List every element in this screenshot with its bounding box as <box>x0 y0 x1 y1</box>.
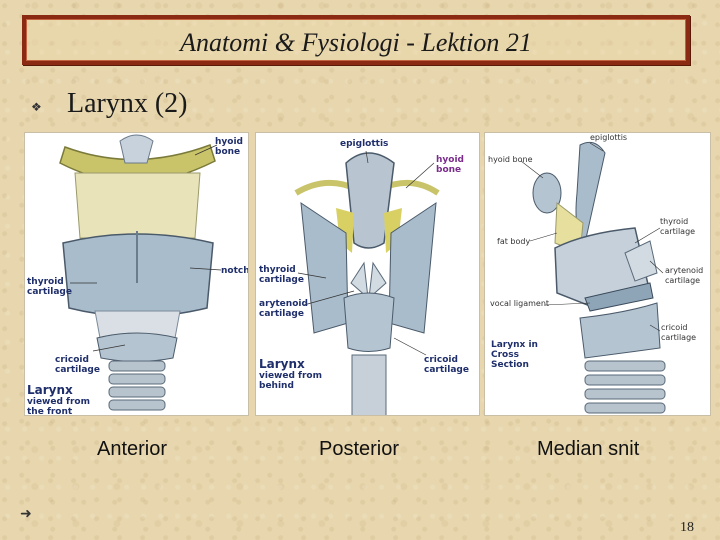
label-arytenoid-cartilage: arytenoid cartilage <box>259 299 308 319</box>
label-vocal-ligament: vocal ligament <box>490 299 550 308</box>
label-arytenoid-cartilage: arytenoid cartilage <box>665 266 704 285</box>
label-epiglottis: epiglottis <box>340 139 389 149</box>
label-hyoid-bone: hyoid bone <box>215 137 243 157</box>
label-hyoid-bone: hyoid bone <box>488 155 533 164</box>
title-banner: Anatomi & Fysiologi - Lektion 21 <box>22 15 690 65</box>
label-epiglottis: epiglottis <box>590 133 628 142</box>
right-arrow-icon[interactable]: ➜ <box>20 505 32 521</box>
larynx-median-section-illustration <box>520 141 666 414</box>
figure-subtitle-anterior: viewed from the front <box>27 397 90 416</box>
figure-subtitle-posterior: viewed from behind <box>259 371 322 391</box>
caption-median: Median snit <box>537 438 640 460</box>
label-cricoid-cartilage: cricoid cartilage <box>661 323 697 342</box>
label-thyroid-cartilage: thyroid cartilage <box>660 217 696 236</box>
slide-heading: Larynx (2) <box>67 88 188 119</box>
label-notch: notch <box>221 266 249 276</box>
caption-anterior: Anterior <box>97 438 168 460</box>
caption-posterior: Posterior <box>319 438 400 460</box>
label-hyoid-bone: hyoid bone <box>436 155 464 175</box>
figure-title-cross-section: Larynx in Cross Section <box>491 340 538 370</box>
figure-anterior: hyoid bone notch thyroid cartilage crico… <box>24 132 249 416</box>
larynx-posterior-illustration <box>294 150 440 415</box>
label-cricoid-cartilage: cricoid cartilage <box>55 355 100 375</box>
slide-title: Anatomi & Fysiologi - Lektion 21 <box>180 28 532 57</box>
label-thyroid-cartilage: thyroid cartilage <box>259 265 304 285</box>
diamond-bullet-icon: ❖ <box>31 100 42 114</box>
figure-title-anterior: Larynx <box>27 383 73 397</box>
figure-posterior: epiglottis hyoid bone thyroid cartilage … <box>255 132 480 416</box>
label-fat-body: fat body <box>497 237 531 246</box>
larynx-anterior-illustration <box>59 134 222 411</box>
label-cricoid-cartilage: cricoid cartilage <box>424 355 469 375</box>
page-number: 18 <box>680 520 694 535</box>
figure-median: epiglottis hyoid bone thyroid cartilage … <box>484 132 711 416</box>
label-thyroid-cartilage: thyroid cartilage <box>27 277 72 297</box>
figure-title-posterior: Larynx <box>259 357 305 371</box>
